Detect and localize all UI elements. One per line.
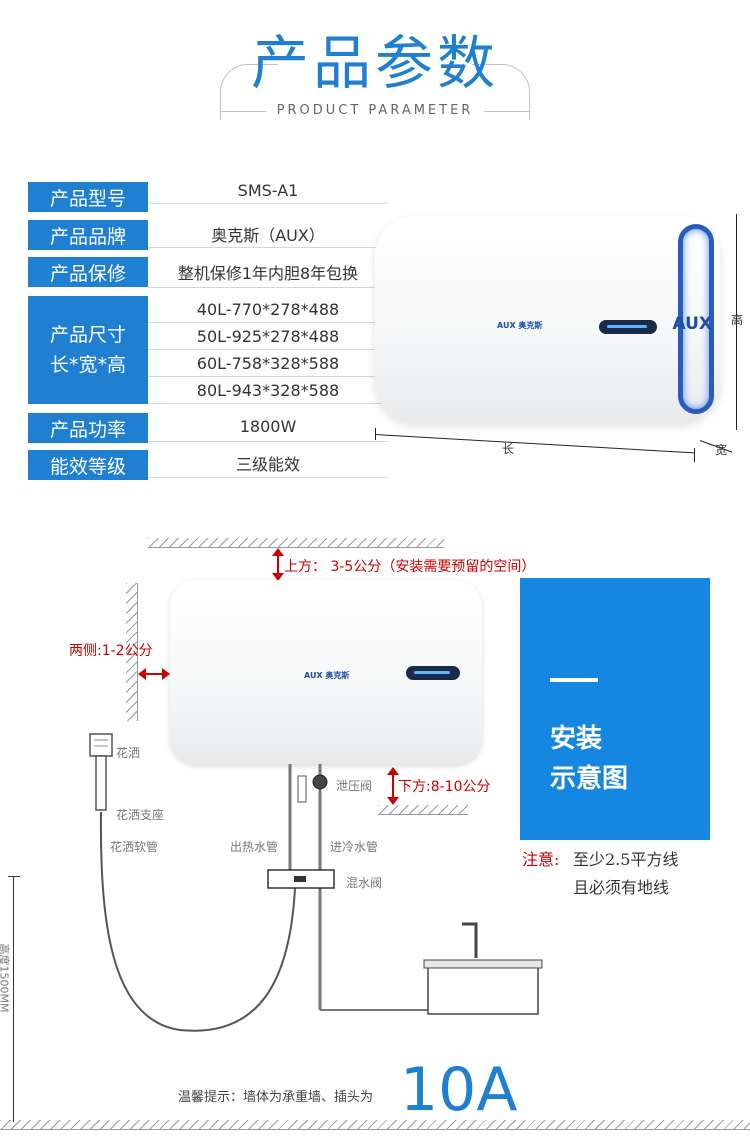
page-title: 产品参数	[250, 29, 499, 97]
label-pressure-valve: 泄压阀	[336, 779, 373, 793]
label-hot-outlet: 出热水管	[230, 840, 279, 854]
param-value-model: SMS-A1	[148, 178, 388, 204]
banner-title-line2: 示意图	[550, 764, 629, 794]
diagram-display-glow	[414, 671, 450, 674]
label-shower-bracket: 花洒支座	[116, 808, 165, 822]
param-label-model: 产品型号	[28, 182, 148, 212]
amp-rating: 10A	[400, 1055, 518, 1125]
wall-hatch	[126, 583, 138, 721]
sink-rim	[423, 959, 543, 969]
display-glow	[607, 325, 647, 328]
param-label-brand: 产品品牌	[28, 220, 148, 250]
param-label-warranty: 产品保修	[28, 257, 148, 287]
banner-title-line1: 安装	[550, 724, 603, 754]
length-dim-line	[374, 434, 695, 454]
side-arrow-head-left	[138, 668, 146, 680]
bottom-arrow-head-up	[387, 767, 399, 775]
length-dim-label: 长	[502, 442, 515, 456]
top-clearance-label: 上方： 3-5公分（安装需要预留的空间）	[284, 559, 536, 575]
height-dim-label: 高	[731, 313, 744, 327]
height-marker-line	[13, 876, 14, 1122]
pressure-valve-stem	[297, 775, 307, 803]
top-arrow-head-up	[272, 548, 284, 556]
height-marker-top-tick	[8, 876, 20, 877]
diagram-water-heater: AUX 奥克斯	[170, 580, 482, 764]
heater-front-logo: AUX 奥克斯	[497, 321, 543, 330]
label-cold-inlet: 进冷水管	[330, 840, 379, 854]
height-marker-label: 高度1500MM	[0, 943, 11, 1013]
param-size-60l: 60L-758*328*588	[148, 350, 388, 377]
heater-display-panel	[599, 320, 657, 334]
param-label-size-line2: 长*宽*高	[49, 354, 126, 376]
banner-dash	[550, 678, 598, 682]
shower-head-shape	[89, 733, 113, 757]
label-shower-hose: 花洒软管	[110, 840, 159, 854]
note-prefix: 注意:	[522, 850, 560, 869]
param-value-efficiency: 三级能效	[148, 448, 388, 478]
header-bracket-right	[472, 64, 530, 120]
bottom-tip: 温馨提示：墙体为承重墙、插头为	[178, 1090, 374, 1105]
param-label-power: 产品功率	[28, 413, 148, 443]
mixing-valve-knob	[294, 876, 306, 882]
param-size-50l: 50L-925*278*488	[148, 323, 388, 350]
length-dim-tick-right	[694, 448, 695, 462]
width-dim-label: 宽	[715, 443, 728, 457]
bottom-arrow-head-down	[387, 797, 399, 805]
label-shower-head: 花洒	[116, 746, 141, 760]
water-heater-image: AUX AUX 奥克斯	[375, 216, 720, 422]
side-arrow-head-right	[162, 668, 170, 680]
height-dim-line	[736, 214, 737, 430]
floor-hatch	[0, 1120, 750, 1130]
pressure-valve-shape	[312, 774, 328, 790]
header-rule-left	[220, 111, 266, 112]
param-value-power: 1800W	[148, 412, 388, 442]
side-clearance-label: 两侧:1-2公分	[69, 643, 153, 659]
param-size-40l: 40L-770*278*488	[148, 296, 388, 323]
diagram-heater-display	[406, 666, 460, 680]
note-line1: 至少2.5平方线	[573, 850, 679, 869]
plumbing-diagram	[89, 733, 543, 1032]
heater-side-logo: AUX	[672, 314, 712, 334]
param-value-warranty: 整机保修1年内胆8年包换	[148, 256, 388, 288]
param-label-size-line1: 产品尺寸	[49, 324, 126, 346]
header-rule-right	[484, 111, 530, 112]
param-value-brand: 奥克斯（AUX）	[148, 220, 388, 248]
bottom-clearance-arrow	[392, 770, 394, 802]
shower-hose-path	[99, 811, 296, 1032]
page-subtitle: PRODUCT PARAMETER	[276, 103, 474, 118]
floor-hatch-right	[378, 805, 468, 815]
length-dim-tick-left	[375, 428, 376, 440]
label-mixing-valve: 混水阀	[346, 876, 383, 890]
note-line2: 且必须有地线	[573, 878, 670, 897]
param-label-efficiency: 能效等级	[28, 450, 148, 480]
ceiling-hatch	[148, 538, 444, 548]
side-clearance-arrow	[140, 673, 168, 675]
heater-side-ring	[678, 224, 714, 414]
install-diagram-banner: 安装 示意图	[520, 578, 710, 840]
sink-faucet	[462, 922, 478, 958]
param-label-size: 产品尺寸 长*宽*高	[28, 296, 148, 404]
top-arrow-head-down	[272, 573, 284, 581]
sink-basin	[427, 965, 539, 1015]
header-bracket-left	[220, 64, 278, 120]
param-size-80l: 80L-943*328*588	[148, 377, 388, 404]
shower-handle	[95, 755, 107, 811]
bottom-clearance-label: 下方:8-10公分	[398, 779, 491, 795]
top-clearance-arrow	[277, 550, 279, 578]
diagram-heater-logo: AUX 奥克斯	[304, 671, 350, 680]
